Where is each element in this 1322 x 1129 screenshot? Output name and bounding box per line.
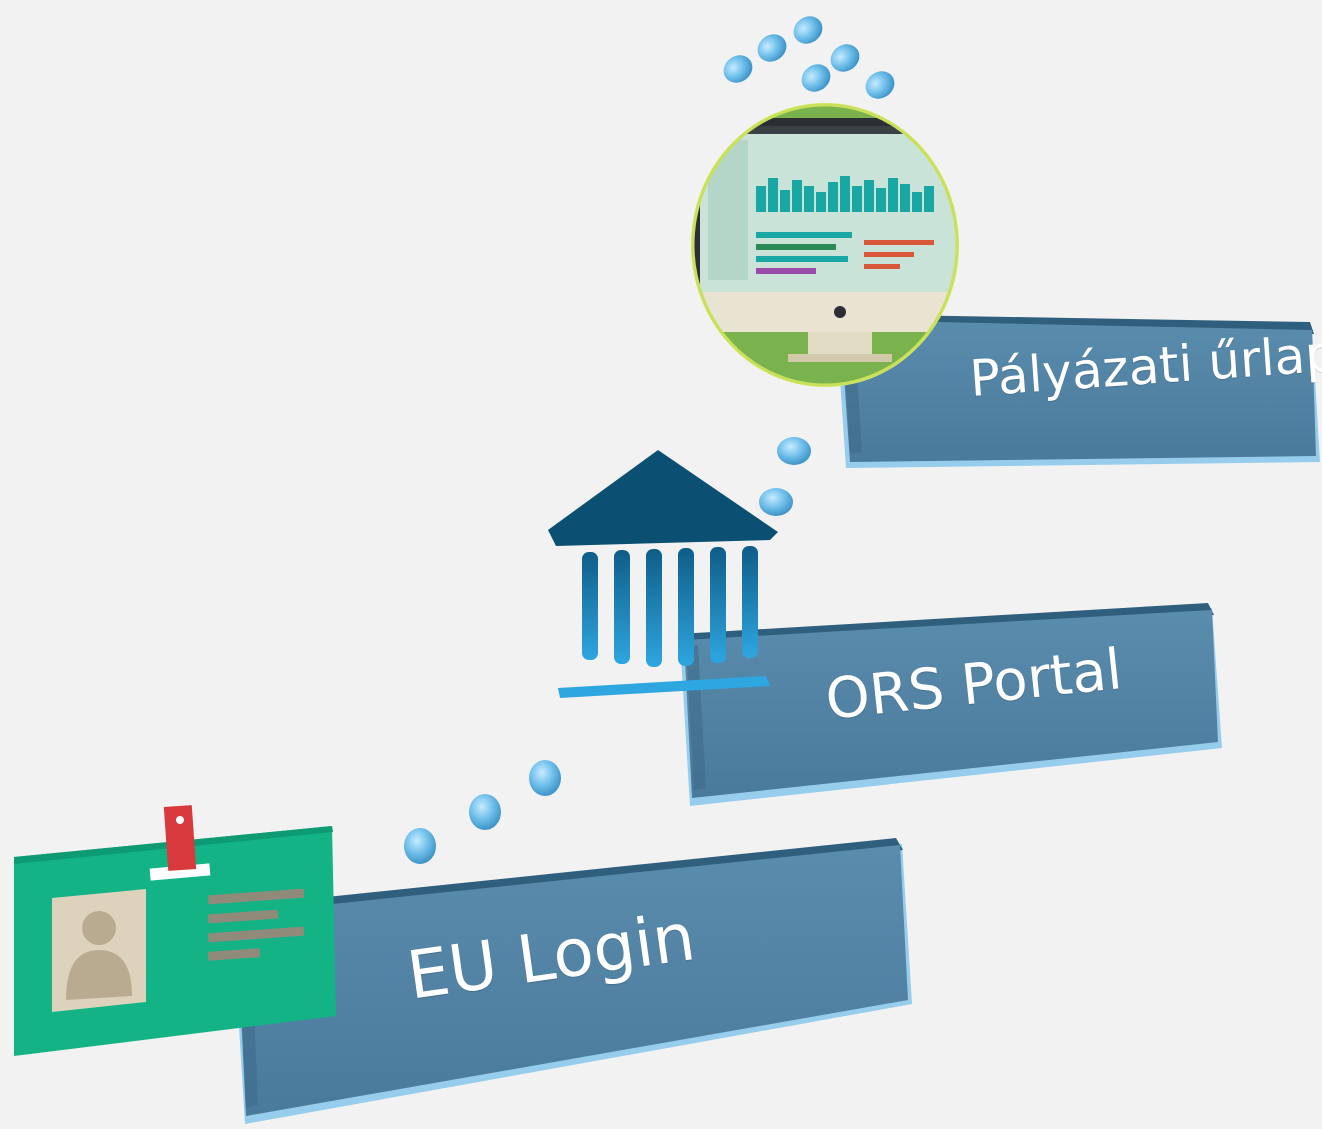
connector-dot: [404, 828, 436, 864]
connector-dot: [777, 437, 811, 465]
connector-dot: [529, 760, 561, 796]
connector-dot: [759, 488, 793, 516]
step-box-palyazati-urlap: [834, 314, 1320, 468]
connector-dots-2: [759, 437, 811, 516]
bank-building-icon: [548, 450, 778, 698]
connector-dot: [469, 794, 501, 830]
computer-monitor-icon: [691, 103, 959, 387]
id-card-icon: [14, 805, 336, 1056]
connector-dots-1: [404, 760, 561, 864]
dot-cluster: [723, 16, 895, 99]
step-box-ors-portal: [678, 603, 1222, 806]
step-box-eu-login: [230, 838, 912, 1124]
